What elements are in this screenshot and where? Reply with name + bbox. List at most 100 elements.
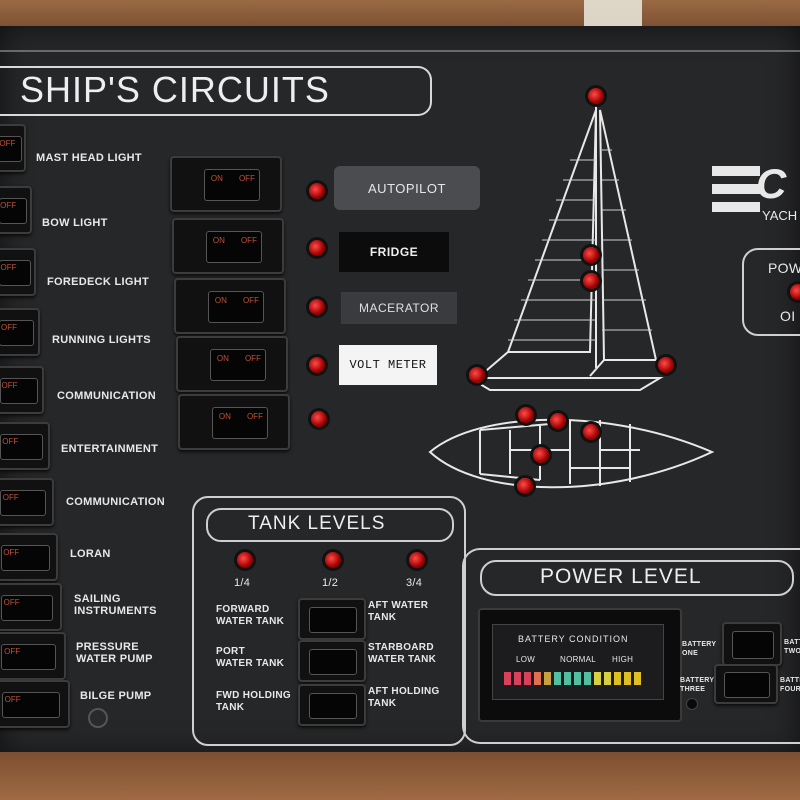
rocker — [1, 691, 60, 719]
battery-cell-2 — [514, 672, 521, 685]
breaker-switch-10[interactable]: OFF — [0, 632, 66, 680]
macerator-tag: MACERATOR — [341, 292, 457, 324]
battery-cell-3 — [524, 672, 531, 685]
rocker — [0, 197, 28, 225]
spare-led — [311, 411, 327, 427]
cabin-led-5 — [517, 478, 533, 494]
brand-subtitle: YACH — [762, 208, 798, 223]
tank-switch-3[interactable] — [298, 684, 366, 726]
tank-mark-half: 1/2 — [322, 577, 339, 589]
title-frame — [0, 66, 432, 116]
tank-levels-title: TANK LEVELS — [248, 513, 386, 534]
tank-quarter-led — [237, 552, 253, 568]
battery-cell-11 — [604, 672, 611, 685]
switch-on-text: OFF — [2, 437, 19, 447]
circuit-label-8: LORAN — [70, 548, 111, 560]
switch-on-text: OFF — [1, 323, 18, 333]
battery-three-label: BATTERY THREE — [680, 677, 715, 693]
wood-background-bottom — [0, 752, 800, 800]
rocker — [210, 349, 267, 381]
circuit-label-11: BILGE PUMP — [80, 690, 152, 702]
autopilot-tag: AUTOPILOT — [334, 166, 480, 210]
switch-off-text: OFF — [242, 295, 259, 305]
tank-mark-three-quarter: 3/4 — [406, 577, 423, 589]
power-level-title: POWER LEVEL — [540, 565, 702, 588]
circuit-label-4: RUNNING LIGHTS — [52, 334, 151, 346]
switch-on-text: OFF — [3, 598, 20, 608]
battery-three-switch[interactable] — [714, 664, 778, 704]
cabin-led-4 — [533, 447, 549, 463]
cabin-led-3 — [583, 424, 599, 440]
bow-indicator-led — [469, 367, 485, 383]
brand-letter: C — [756, 160, 787, 207]
rocker — [0, 544, 50, 572]
battery-cell-9 — [584, 672, 591, 685]
power-led — [790, 284, 800, 300]
accessory-switch-3[interactable]: ON OFF — [174, 278, 286, 334]
power-switch-frame — [742, 248, 800, 336]
rocker — [0, 377, 38, 405]
rocker — [0, 433, 43, 461]
breaker-switch-5[interactable]: OFF — [0, 366, 44, 414]
rocker — [0, 489, 47, 517]
tank-left-label-3: FWD HOLDING TANK — [216, 690, 291, 713]
wood-background-top — [0, 0, 800, 30]
rocker — [1, 643, 57, 671]
rocker — [0, 135, 23, 163]
switch-on-text: OFF — [0, 139, 16, 149]
breaker-switch-3[interactable]: OFF — [0, 248, 36, 296]
switch-on-text: ON — [210, 173, 223, 183]
scale-normal: NORMAL — [560, 655, 597, 664]
rocker — [212, 407, 269, 439]
battery-four-label-cut: BATTE FOUR — [780, 677, 800, 693]
battery-cell-8 — [574, 672, 581, 685]
battery-cell-12 — [614, 672, 621, 685]
battery-cell-4 — [534, 672, 541, 685]
breaker-switch-8[interactable]: OFF — [0, 533, 58, 581]
tank-switch-1[interactable] — [298, 598, 366, 640]
switch-on-text: OFF — [1, 381, 18, 391]
voltmeter-led — [309, 357, 325, 373]
battery-cell-5 — [544, 672, 551, 685]
masthead-indicator-led — [588, 88, 604, 104]
breaker-switch-4[interactable]: OFF — [0, 308, 40, 356]
battery-cell-10 — [594, 672, 601, 685]
circuit-label-9: SAILING INSTRUMENTS — [74, 593, 157, 617]
voltmeter-tag: VOLT METER — [339, 345, 437, 385]
fridge-led — [309, 240, 325, 256]
battery-cell-1 — [504, 672, 511, 685]
switch-off-text: OFF — [244, 353, 261, 363]
breaker-switch-6[interactable]: OFF — [0, 422, 50, 470]
rocker — [1, 594, 54, 622]
breaker-switch-11[interactable]: OFF — [0, 680, 70, 728]
battery-one-switch[interactable] — [722, 622, 782, 666]
tank-three-quarter-led — [409, 552, 425, 568]
switch-on-text: ON — [214, 295, 227, 305]
tank-switch-2[interactable] — [298, 640, 366, 682]
breaker-switch-9[interactable]: OFF — [0, 583, 62, 631]
switch-on-text: OFF — [0, 201, 17, 211]
circuit-label-1: MAST HEAD LIGHT — [36, 152, 142, 164]
panel-title: SHIP'S CIRCUITS — [20, 69, 330, 110]
tank-mark-quarter: 1/4 — [234, 577, 251, 589]
accessory-switch-4[interactable]: ON OFF — [176, 336, 288, 392]
tank-levels-frame — [192, 496, 466, 746]
off-label-cut: OI — [780, 308, 796, 324]
autopilot-led — [309, 183, 325, 199]
scale-low: LOW — [516, 655, 536, 664]
switch-on-text: OFF — [4, 695, 21, 705]
breaker-switch-2[interactable]: OFF — [0, 186, 32, 234]
circuit-label-5: COMMUNICATION — [57, 390, 157, 402]
switch-on-text: ON — [216, 353, 229, 363]
screw-hole — [686, 698, 698, 710]
breaker-switch-7[interactable]: OFF — [0, 478, 54, 526]
rocker — [308, 648, 358, 676]
breaker-switch-1[interactable]: OFF — [0, 124, 26, 172]
rocker — [308, 606, 358, 634]
rocker — [0, 259, 31, 287]
battery-one-label: BATTERY ONE — [682, 641, 717, 657]
rocker — [0, 319, 35, 347]
